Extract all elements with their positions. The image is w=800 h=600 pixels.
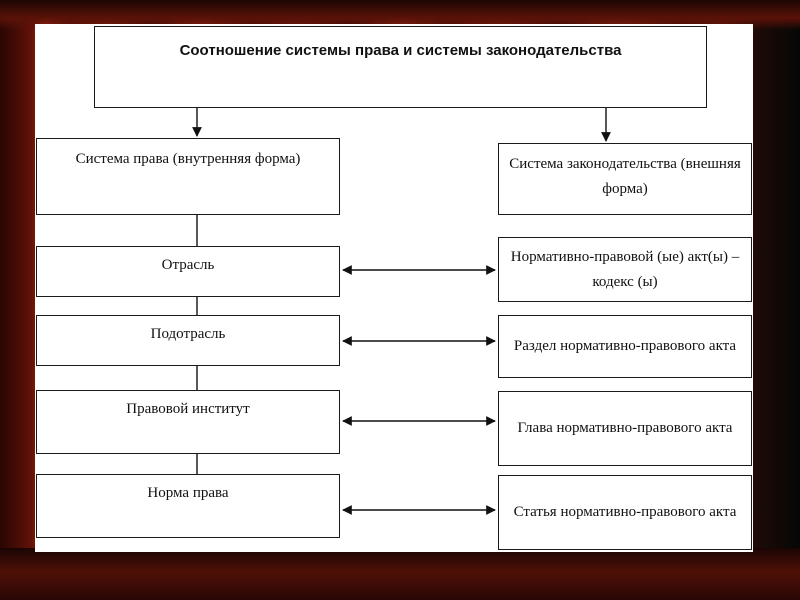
right-header-box: Система законодательства (внешняя форма) (498, 143, 752, 215)
left-box-norm-label: Норма права (147, 485, 229, 501)
right-box-chapter-label: Глава нормативно-правового акта (517, 420, 733, 436)
left-box-branch: Отрасль (36, 246, 340, 297)
left-box-subbranch-label: Подотрасль (150, 326, 226, 342)
right-box-section-label: Раздел нормативно-правового акта (513, 338, 737, 354)
diagram-title: Соотношение системы права и системы зако… (179, 42, 622, 59)
right-box-article-label: Статья нормативно-правового акта (513, 504, 737, 520)
left-box-institution: Правовой институт (36, 390, 340, 454)
left-box-subbranch: Подотрасль (36, 315, 340, 366)
right-box-chapter: Глава нормативно-правового акта (498, 391, 752, 466)
right-box-act: Нормативно-правовой (ые) акт(ы) – кодекс… (498, 237, 752, 302)
curtain-bottom-drape (0, 548, 800, 600)
left-box-branch-label: Отрасль (161, 257, 215, 273)
right-box-act-label: Нормативно-правовой (ые) акт(ы) – кодекс… (510, 248, 740, 290)
left-header-label: Система права (внутренняя форма) (75, 151, 301, 167)
right-box-section: Раздел нормативно-правового акта (498, 315, 752, 378)
right-box-article: Статья нормативно-правового акта (498, 475, 752, 550)
right-header-label: Система законодательства (внешняя форма) (509, 156, 741, 197)
left-box-institution-label: Правовой институт (126, 401, 250, 417)
left-header-box: Система права (внутренняя форма) (36, 138, 340, 215)
left-box-norm: Норма права (36, 474, 340, 538)
diagram-title-box: Соотношение системы права и системы зако… (94, 26, 707, 108)
